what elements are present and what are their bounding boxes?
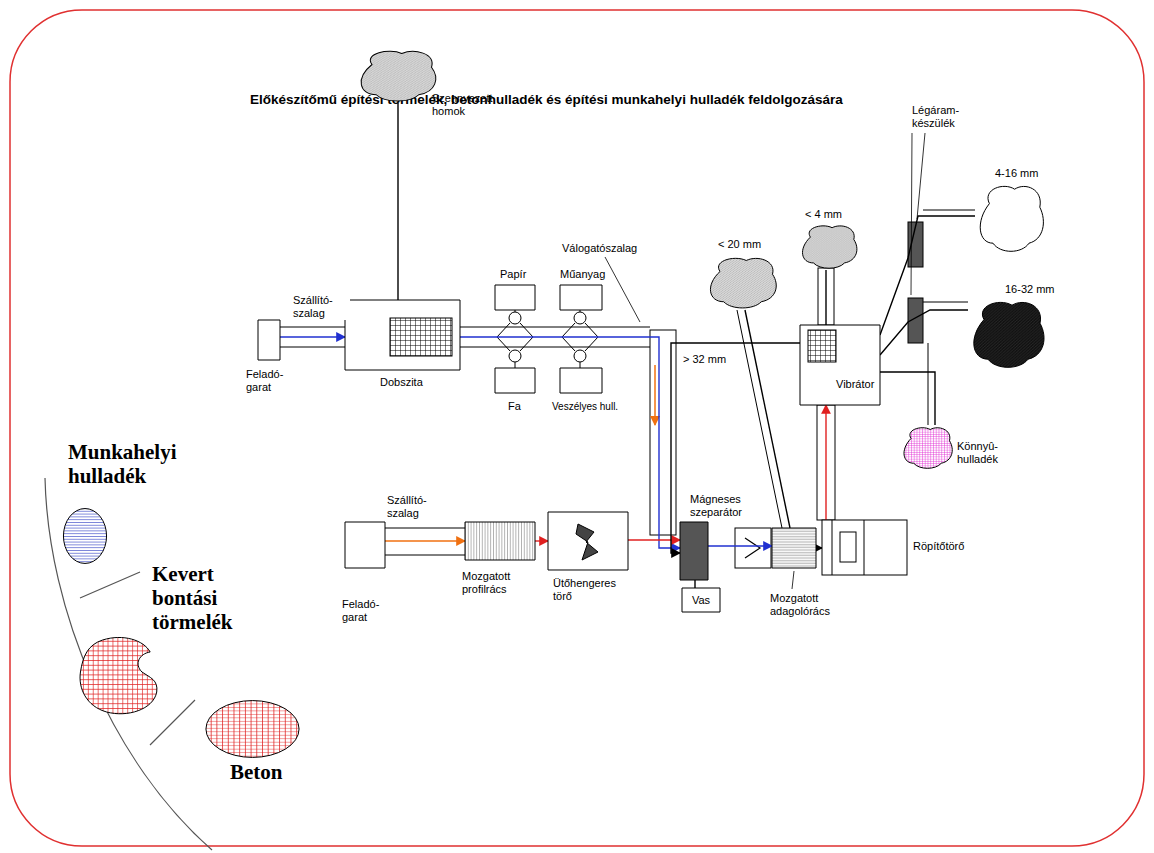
flow-line: [880, 216, 975, 335]
flow-line: [694, 580, 695, 588]
callout-label: Válogatószalag: [562, 242, 637, 255]
node-label: Feladó-garat: [342, 598, 392, 624]
product-heap: 16-32 mm: [968, 298, 1048, 370]
node-label: < 4 mm: [805, 208, 842, 221]
product-heap-outline: [975, 182, 1047, 254]
profile-grate: Mozgatott profilrács: [465, 522, 535, 560]
light-waste-heap-outline: [900, 425, 955, 470]
vibrating-screen-detail: [800, 325, 880, 405]
callout-label: Légáram-készülék: [912, 104, 974, 130]
node-label: 16-32 mm: [1005, 283, 1055, 296]
node-label: Mágneses szeparátor: [690, 493, 762, 519]
sand-heap: Szennyezett homok: [355, 48, 440, 103]
node-label: Feladó-garat: [246, 368, 296, 394]
node-label: Szennyezett homok: [432, 92, 506, 118]
waste-sample-outline: [205, 700, 300, 758]
sorting-bin-outline: [560, 368, 602, 393]
node-label: Műanyag: [560, 268, 605, 281]
sand-heap-outline: [355, 48, 440, 103]
feeder-grate: Mozgatott adagolórács: [772, 528, 816, 568]
waste-sample: Kevert bontási törmelék: [78, 636, 160, 716]
flow-line: [825, 270, 826, 325]
edge-label: Szállító-szalag: [386, 494, 444, 520]
node-label: Veszélyes hull.: [552, 400, 618, 413]
flow-line: [880, 310, 968, 355]
flow-line: [825, 405, 826, 520]
profile-grate-outline: [465, 522, 535, 560]
magnetic-separator-outline: [680, 522, 708, 580]
product-heap: 4-16 mm: [975, 182, 1047, 254]
feed-hopper-outline: [258, 320, 280, 360]
sorting-bin-outline: [495, 285, 535, 310]
legend-caption: Beton: [230, 760, 283, 784]
node-label: Fa: [508, 400, 521, 413]
product-heap: < 4 mm: [798, 223, 860, 270]
drum-screen: Dobszita: [345, 300, 460, 370]
sorting-bin: Veszélyes hull.: [560, 368, 602, 393]
legend-caption: Kevert bontási törmelék: [152, 562, 252, 634]
node-label: Vibrátor: [836, 378, 874, 391]
impact-crusher-detail: [548, 512, 628, 570]
flow-line: [397, 103, 398, 300]
edge-label: > 32 mm: [682, 353, 727, 366]
flow-line: [708, 545, 772, 546]
feeder-grate-outline: [772, 528, 816, 568]
waste-sample: Munkahelyi hulladék: [63, 508, 107, 564]
sorting-bin-outline: [560, 285, 602, 310]
drum-screen-detail: [345, 300, 460, 370]
feed-hopper: Feladó-garat: [258, 320, 280, 360]
flow-line: [280, 336, 345, 337]
product-heap: < 20 mm: [705, 255, 780, 310]
iron-bin: Vas: [682, 588, 720, 612]
node-label: Ütőhengeres törő: [553, 577, 635, 603]
rotor-crusher-detail: [822, 520, 907, 575]
node-label: < 20 mm: [718, 238, 761, 251]
rotor-crusher: Röpítőtörő: [822, 520, 907, 575]
node-label: Papír: [500, 268, 526, 281]
light-waste-heap: Könnyû-hulladék: [900, 425, 955, 470]
flow-line: [535, 540, 548, 541]
edge-label: Szállító-szalag: [292, 294, 350, 320]
node-label: Dobszita: [380, 376, 423, 389]
node-label: Könnyû-hulladék: [957, 440, 1017, 466]
waste-sample-outline: [63, 508, 107, 564]
impact-crusher: Ütőhengeres törő: [548, 512, 628, 570]
sorting-bin-outline: [495, 368, 535, 393]
sorting-bin: Papír: [495, 285, 535, 310]
node-label: Mozgatott profilrács: [462, 570, 538, 596]
node-label: Röpítőtörő: [913, 540, 964, 553]
diagram-title: Előkészítőmű építési törmelék, betonhull…: [250, 92, 843, 108]
legend-caption: Munkahelyi hulladék: [68, 440, 218, 488]
sorting-bin: Fa: [495, 368, 535, 393]
magnetic-separator: Mágneses szeparátor: [680, 522, 708, 580]
flow-line: [880, 372, 935, 425]
flow-line: [816, 547, 822, 548]
node-label: 4-16 mm: [995, 167, 1038, 180]
node-label: Vas: [682, 588, 720, 612]
flow-line: [628, 539, 680, 540]
sorting-bin: Műanyag: [560, 285, 602, 310]
feed-hopper: Feladó-garat: [345, 522, 385, 568]
product-heap-outline: [968, 298, 1048, 370]
impact-crusher-outline: [548, 512, 628, 570]
vibrating-screen: Vibrátor: [800, 325, 880, 405]
product-heap-outline: [705, 255, 780, 310]
waste-sample: Beton: [205, 700, 300, 758]
feed-hopper-outline: [345, 522, 385, 568]
waste-sample-outline: [78, 636, 160, 716]
flow-line: [385, 540, 465, 541]
product-heap-outline: [798, 223, 860, 270]
node-label: Mozgatott adagolórács: [770, 592, 848, 618]
